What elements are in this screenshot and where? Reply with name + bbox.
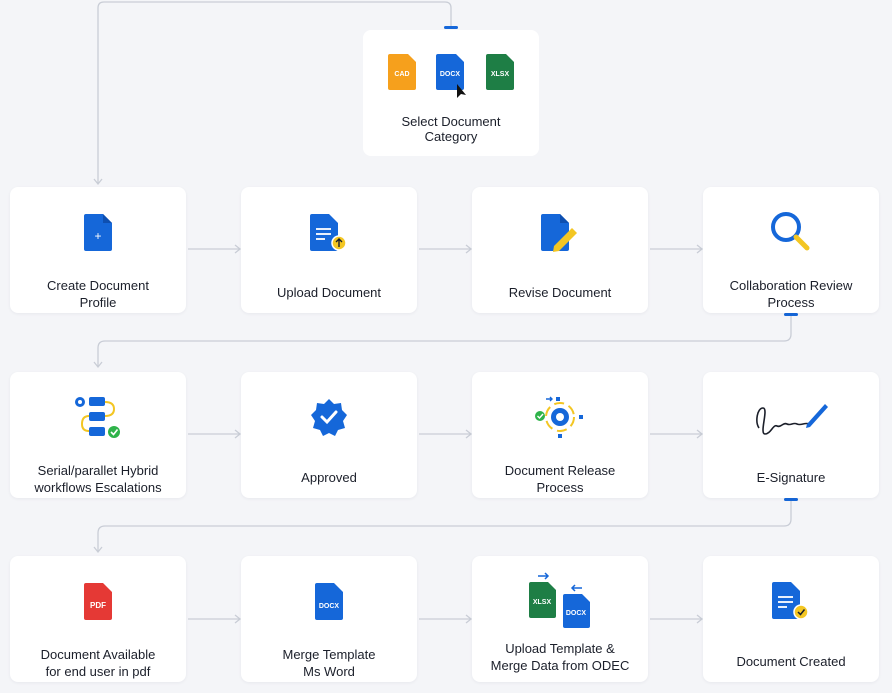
svg-text:CAD: CAD <box>394 71 409 78</box>
revise-document-icon <box>541 214 577 252</box>
step-label: Collaboration Review Process <box>729 278 853 310</box>
step-label: Serial/parallet Hybrid workflows Escalat… <box>34 463 162 495</box>
create-document-icon: + <box>84 214 112 251</box>
svg-text:DOCX: DOCX <box>566 610 587 617</box>
step-label: Merge Template Ms Word <box>282 647 376 679</box>
search-icon <box>771 212 810 251</box>
step-upload-template-merge[interactable]: XLSX DOCX Upload Template & Merge Data f… <box>472 556 648 682</box>
step-label: Create Document Profile <box>47 278 149 310</box>
xlsx-docx-merge-icon: XLSX DOCX <box>529 572 590 628</box>
step-label: Upload Template & Merge Data from ODEC <box>490 641 630 673</box>
svg-text:XLSX: XLSX <box>491 71 510 78</box>
signature-pen-icon <box>756 404 828 435</box>
step-merge-template[interactable]: DOCX Merge Template Ms Word <box>241 556 417 682</box>
upload-document-icon <box>310 214 347 251</box>
svg-text:XLSX: XLSX <box>533 599 552 606</box>
step-collaboration-review[interactable]: Collaboration Review Process <box>703 187 879 313</box>
svg-text:PDF: PDF <box>90 601 106 610</box>
docx-file-icon[interactable]: DOCX <box>436 54 466 98</box>
select-document-category-card[interactable]: CAD DOCX XLSX Select Document Category <box>363 30 539 156</box>
step-label: Upload Document <box>276 285 382 300</box>
docx-file-icon: DOCX <box>315 583 343 620</box>
step-label: Document Release Process <box>504 463 616 495</box>
step-hybrid-workflows[interactable]: Serial/parallet Hybrid workflows Escalat… <box>10 372 186 498</box>
svg-text:+: + <box>94 229 101 243</box>
step-approved[interactable]: Approved <box>241 372 417 498</box>
document-check-icon <box>772 582 809 620</box>
step-label: E-Signature <box>756 470 826 485</box>
release-gear-icon <box>535 396 583 438</box>
cursor-icon <box>457 84 466 98</box>
xlsx-file-icon[interactable]: XLSX <box>486 54 514 90</box>
file-type-options: CAD DOCX XLSX <box>388 54 514 98</box>
step-create-document-profile[interactable]: + Create Document Profile <box>10 187 186 313</box>
cad-file-icon[interactable]: CAD <box>388 54 416 90</box>
step-upload-document[interactable]: Upload Document <box>241 187 417 313</box>
svg-text:DOCX: DOCX <box>319 603 340 610</box>
step-revise-document[interactable]: Revise Document <box>472 187 648 313</box>
step-document-release[interactable]: Document Release Process <box>472 372 648 498</box>
step-label: Document Created <box>736 654 846 669</box>
step-document-available-pdf[interactable]: PDF Document Available for end user in p… <box>10 556 186 682</box>
step-document-created[interactable]: Document Created <box>703 556 879 682</box>
step-label: Approved <box>301 470 357 485</box>
pdf-file-icon: PDF <box>84 583 112 620</box>
step-label: Revise Document <box>508 285 612 300</box>
svg-text:DOCX: DOCX <box>440 71 461 78</box>
step-label: Document Available for end user in pdf <box>40 647 156 679</box>
category-card-label: Select Document Category <box>401 114 501 144</box>
step-e-signature[interactable]: E-Signature <box>703 372 879 498</box>
workflow-icon <box>75 397 120 438</box>
approved-badge-icon <box>311 399 347 436</box>
